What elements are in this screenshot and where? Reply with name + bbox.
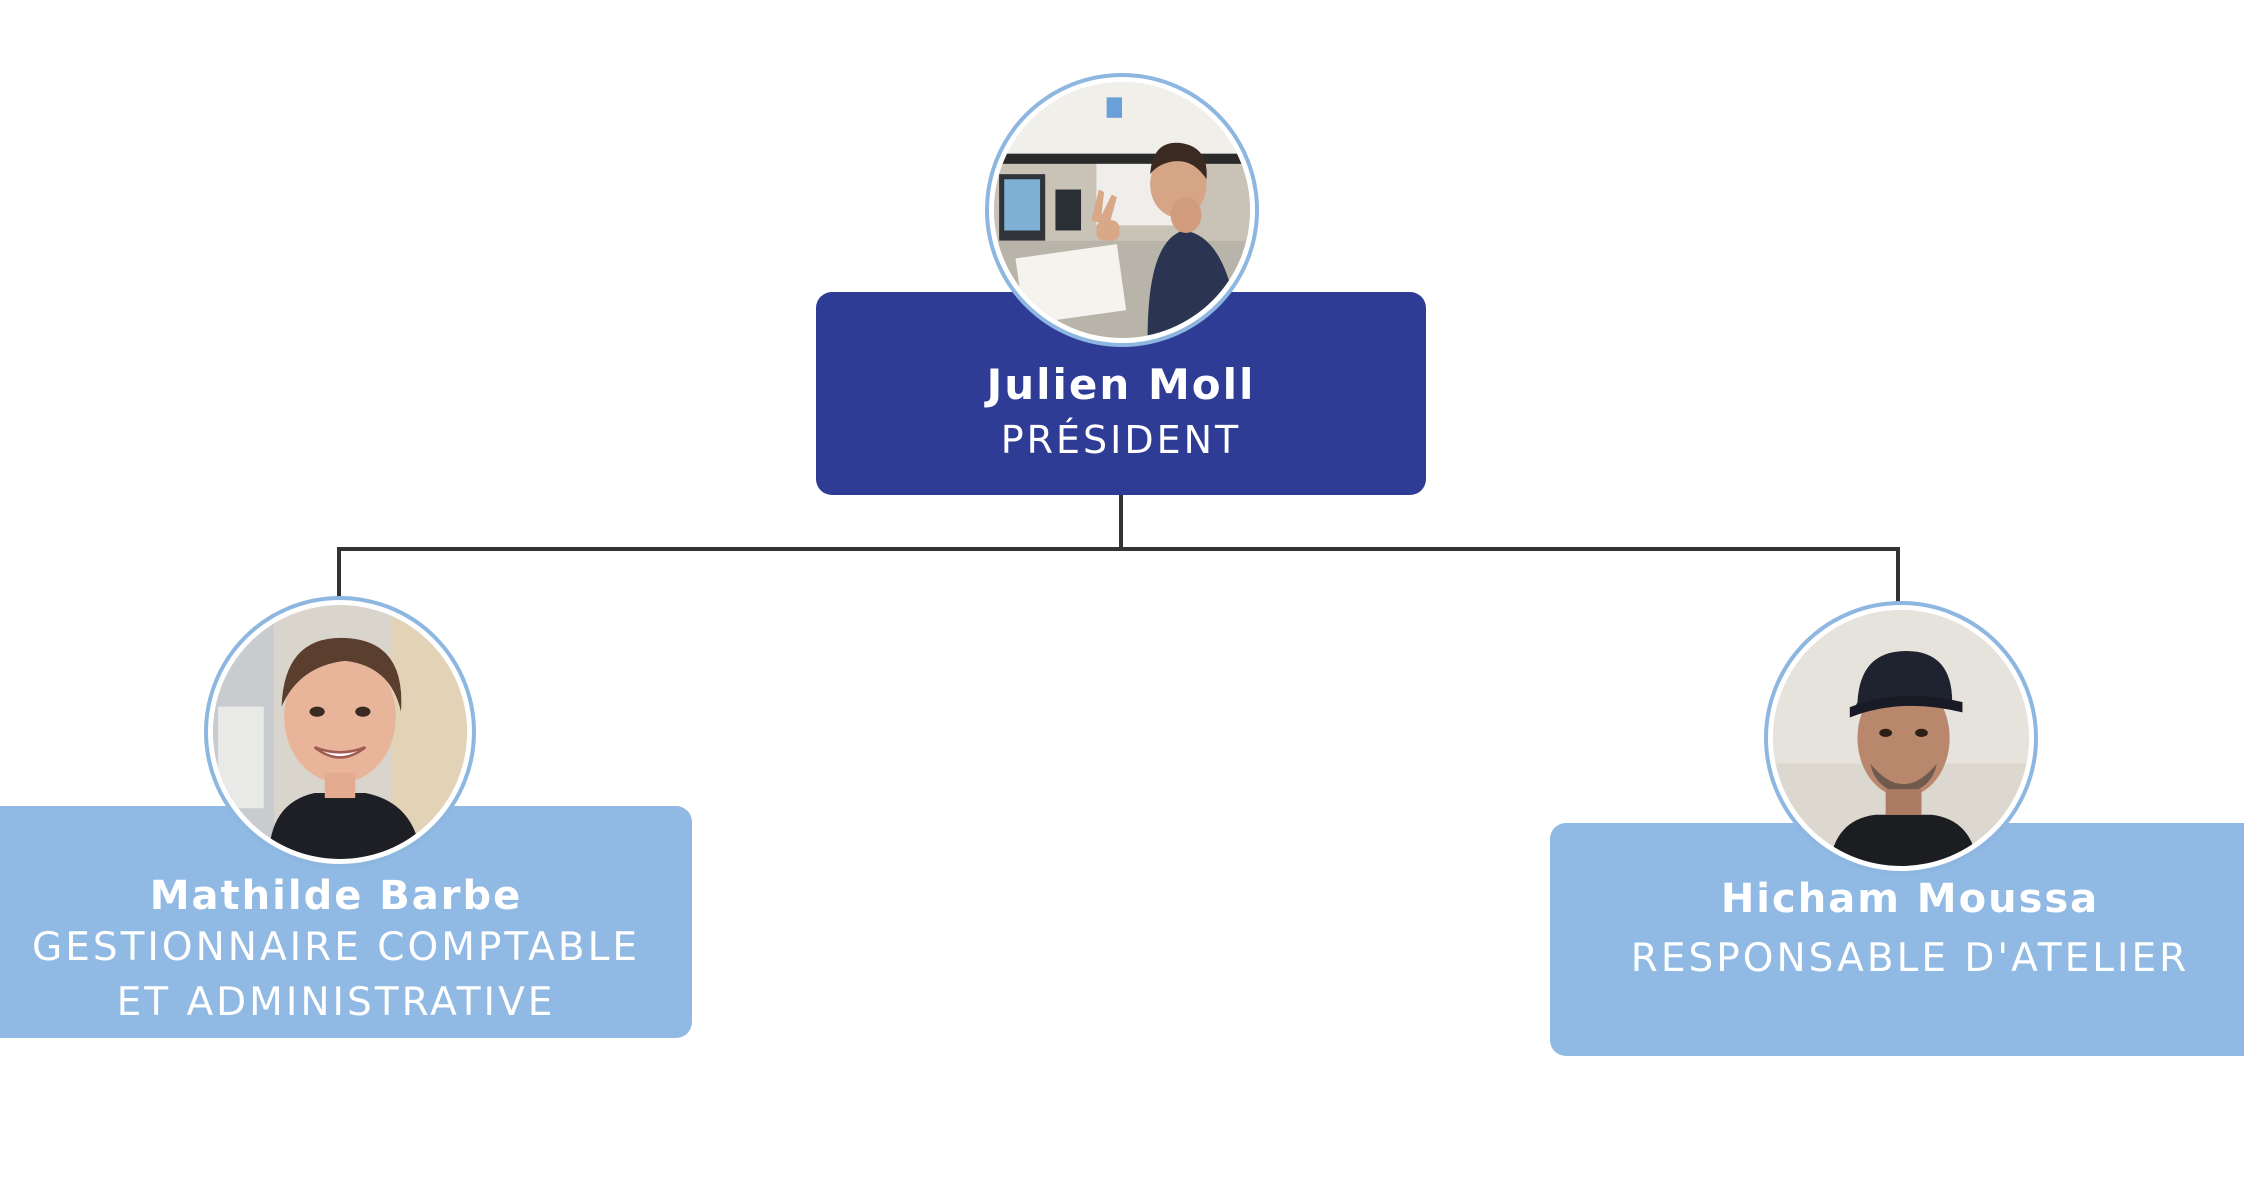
- person-name: Mathilde Barbe: [149, 873, 523, 919]
- person-role: PRÉSIDENT: [1000, 418, 1242, 463]
- person-name: Julien Moll: [986, 360, 1256, 409]
- avatar-accounting-photo: [204, 596, 476, 868]
- avatar-president-photo: [985, 73, 1259, 347]
- person-name: Hicham Moussa: [1720, 876, 2100, 922]
- org-node-accounting: Mathilde Barbe GESTIONNAIRE COMPTABLE ET…: [0, 806, 692, 1038]
- person-role: GESTIONNAIRE COMPTABLE ET ADMINISTRATIVE: [31, 925, 640, 1026]
- avatar-workshop-photo: [1764, 601, 2038, 875]
- person-role: RESPONSABLE D'ATELIER: [1630, 936, 2190, 981]
